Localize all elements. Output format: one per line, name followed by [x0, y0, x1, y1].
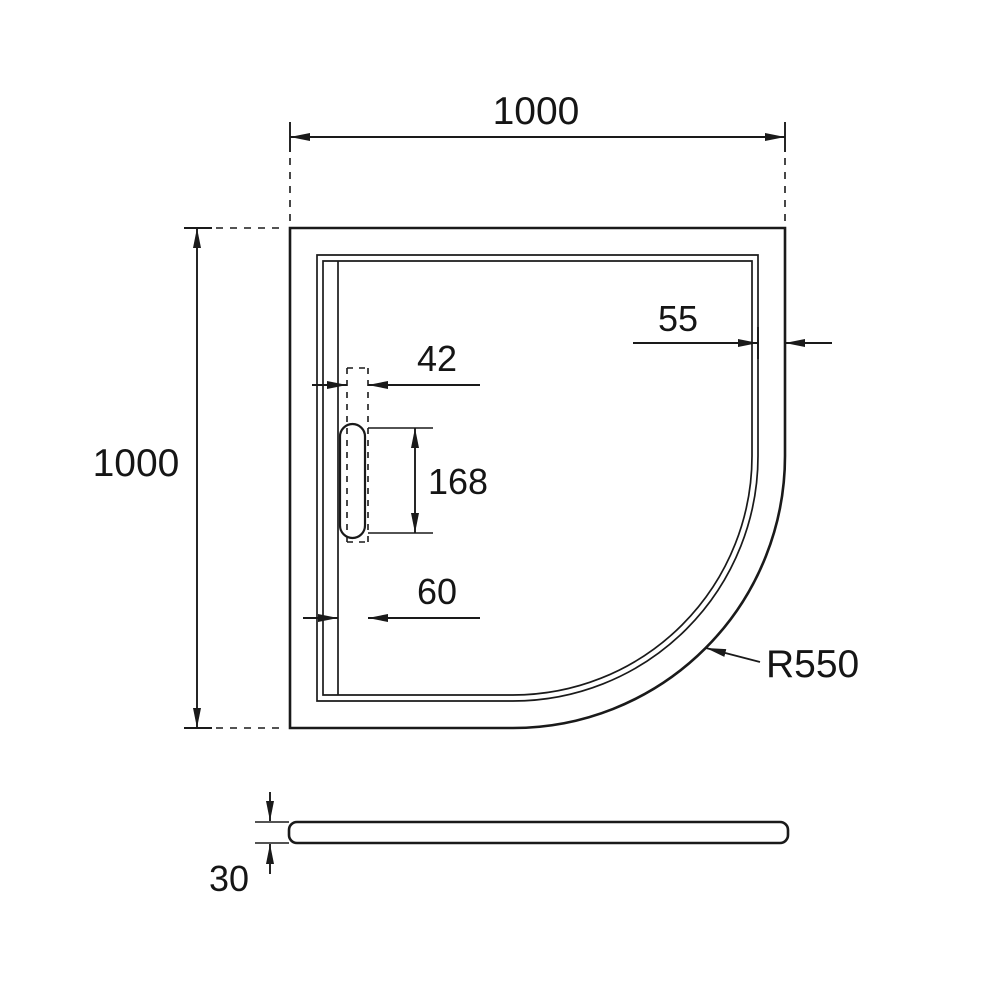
- dim-radius-leader: [705, 647, 761, 663]
- tray-side-view: 30: [209, 792, 790, 899]
- dim-slot-length: 168: [368, 427, 488, 534]
- dim-overall-width: 1000: [289, 90, 786, 224]
- dim-channel-offset-label: 60: [417, 571, 457, 612]
- tray-profile-outline: [287, 820, 790, 845]
- dim-rim-label: 55: [658, 298, 698, 339]
- dim-slot-length-label: 168: [428, 461, 488, 502]
- dim-overall-height: 1000: [93, 227, 286, 729]
- dim-radius-label: R550: [766, 643, 859, 686]
- tray-rim-slope-line: [322, 260, 753, 696]
- dim-thickness-label: 30: [209, 858, 249, 899]
- dim-width-label: 1000: [493, 90, 580, 133]
- dim-corner-radius: R550: [705, 643, 859, 686]
- dim-channel-width-label: 42: [417, 338, 457, 379]
- tray-outer-outline: [288, 226, 787, 730]
- dim-channel-width: 42: [312, 338, 480, 389]
- tray-rim-inner-line: [316, 254, 759, 702]
- drain-slot: [338, 422, 367, 540]
- dim-rim-inset: 55: [633, 298, 832, 359]
- dim-channel-offset: 60: [303, 571, 480, 622]
- tray-top-view: [288, 226, 787, 730]
- dim-height-label: 1000: [93, 442, 180, 485]
